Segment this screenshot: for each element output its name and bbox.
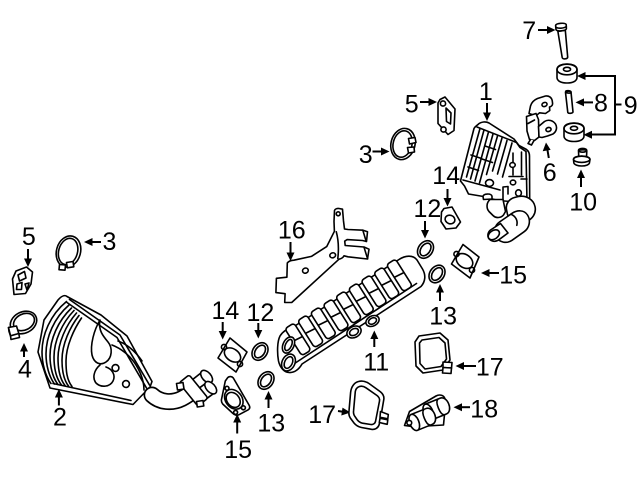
svg-text:4: 4 bbox=[18, 356, 32, 384]
svg-text:10: 10 bbox=[569, 189, 597, 217]
svg-text:15: 15 bbox=[499, 262, 527, 290]
svg-text:5: 5 bbox=[405, 91, 419, 119]
svg-text:1: 1 bbox=[479, 78, 493, 106]
svg-text:16: 16 bbox=[278, 217, 306, 245]
svg-text:11: 11 bbox=[363, 349, 389, 377]
svg-text:13: 13 bbox=[257, 410, 285, 438]
svg-text:12: 12 bbox=[414, 195, 442, 223]
svg-text:17: 17 bbox=[308, 401, 336, 429]
svg-text:8: 8 bbox=[594, 90, 608, 118]
svg-text:3: 3 bbox=[359, 141, 373, 169]
svg-text:13: 13 bbox=[429, 303, 457, 331]
svg-text:14: 14 bbox=[212, 297, 240, 325]
svg-text:7: 7 bbox=[522, 17, 536, 45]
svg-text:18: 18 bbox=[470, 396, 498, 424]
svg-text:6: 6 bbox=[543, 159, 557, 187]
svg-text:12: 12 bbox=[247, 299, 275, 327]
svg-text:5: 5 bbox=[22, 223, 36, 251]
svg-text:2: 2 bbox=[53, 403, 67, 431]
svg-text:9: 9 bbox=[624, 92, 638, 120]
svg-text:14: 14 bbox=[432, 162, 460, 190]
svg-text:17: 17 bbox=[476, 354, 504, 382]
svg-text:3: 3 bbox=[103, 228, 117, 256]
svg-text:15: 15 bbox=[224, 436, 252, 464]
